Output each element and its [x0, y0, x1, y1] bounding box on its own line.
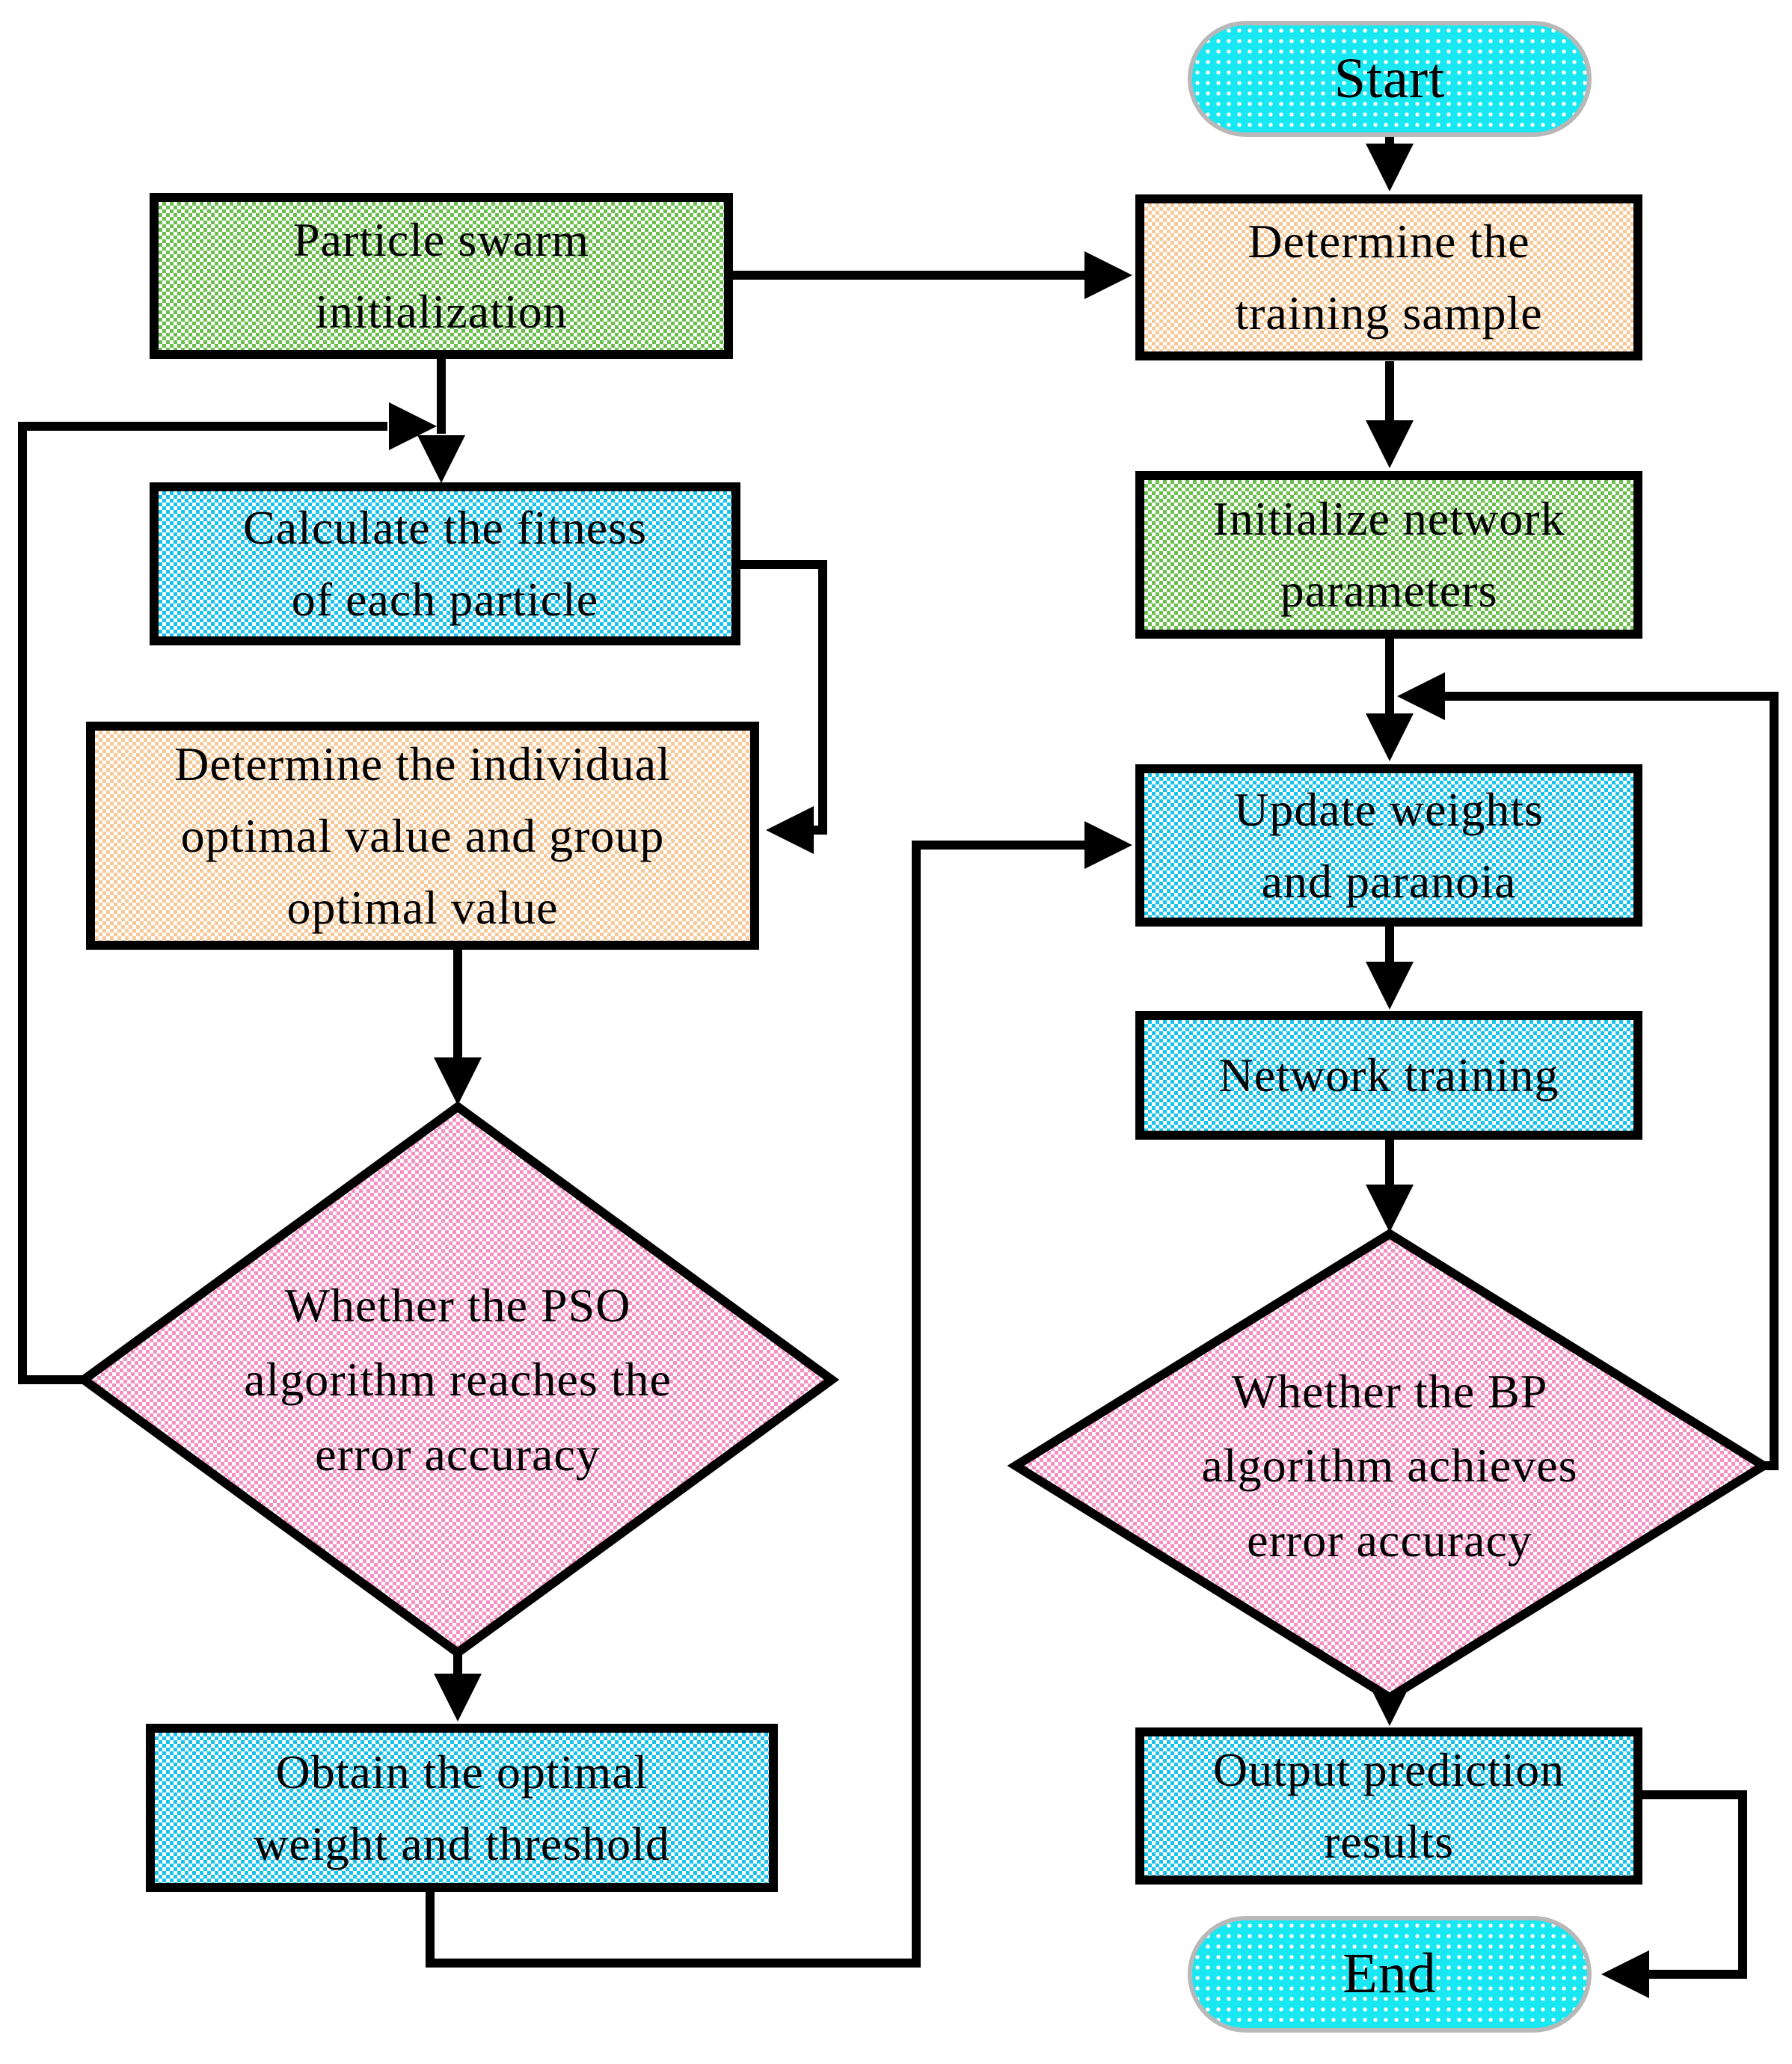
node-determine-optimal-values: Determine the individual optimal value a…	[86, 722, 759, 950]
edge-pso-diamond-to-obtain-optimal	[434, 1653, 482, 1721]
node-obtain-optimal-weight-label: Obtain the optimal weight and threshold	[254, 1745, 670, 1870]
node-update-weights: Update weights and paranoia	[1135, 764, 1642, 927]
edge-output-to-end	[1601, 1790, 1747, 1998]
decision-pso-error-check	[76, 1101, 840, 1659]
arrowhead-down-icon	[1366, 713, 1414, 761]
node-calculate-fitness-label: Calculate the fitness of each particle	[243, 501, 647, 626]
arrowhead-left-icon	[766, 806, 814, 854]
arrowhead-down-icon	[1366, 1185, 1414, 1232]
edge-update-weights-to-network-training	[1366, 927, 1414, 1010]
node-network-training-label: Network training	[1218, 1048, 1559, 1102]
edge-determine-training-to-initialize	[1366, 361, 1414, 468]
edge-pso-diamond-loop-to-calculate-fitness	[18, 402, 437, 1384]
node-start: Start	[1188, 21, 1592, 137]
arrowhead-right-icon	[1084, 251, 1132, 299]
arrowhead-down-icon	[434, 1057, 482, 1105]
node-initialize-network-parameters: Initialize network parameters	[1135, 471, 1642, 639]
arrowhead-down-icon	[434, 1674, 482, 1721]
arrowhead-left-icon	[1397, 672, 1445, 720]
node-calculate-fitness: Calculate the fitness of each particle	[150, 482, 740, 645]
node-network-training: Network training	[1135, 1011, 1642, 1140]
edge-obtain-optimal-to-update-weights	[426, 821, 1132, 1968]
node-output-prediction: Output prediction results	[1135, 1727, 1642, 1885]
decision-bp-error-check	[1007, 1228, 1773, 1704]
node-initialize-network-parameters-label: Initialize network parameters	[1212, 492, 1565, 617]
arrowhead-left-icon	[1601, 1950, 1649, 1998]
arrowhead-right-icon	[389, 402, 437, 450]
node-determine-training-sample-label: Determine the training sample	[1235, 215, 1543, 340]
arrowhead-down-icon	[1366, 144, 1414, 191]
edge-psi-to-determine-training	[733, 251, 1132, 299]
node-output-prediction-label: Output prediction results	[1212, 1743, 1565, 1868]
node-obtain-optimal-weight: Obtain the optimal weight and threshold	[146, 1724, 778, 1892]
arrowhead-right-icon	[1084, 821, 1132, 869]
node-determine-training-sample: Determine the training sample	[1135, 194, 1642, 360]
edge-calculate-fitness-to-determine-optimal	[740, 560, 827, 854]
node-start-label: Start	[1334, 46, 1446, 110]
node-end-label: End	[1343, 1942, 1437, 2006]
edge-network-training-to-bp-diamond	[1366, 1140, 1414, 1232]
edge-determine-optimal-to-pso-diamond	[434, 950, 482, 1105]
edge-psi-to-calculate-fitness	[417, 359, 465, 483]
edge-initialize-to-update-weights	[1366, 639, 1414, 761]
edge-start-to-determine-training	[1366, 137, 1414, 191]
node-update-weights-label: Update weights and paranoia	[1234, 782, 1544, 908]
node-determine-optimal-values-label: Determine the individual optimal value a…	[174, 737, 671, 934]
arrowhead-down-icon	[417, 435, 465, 483]
node-particle-swarm-initialization-label: Particle swarm initialization	[292, 213, 590, 338]
node-particle-swarm-initialization: Particle swarm initialization	[150, 193, 733, 359]
arrowhead-down-icon	[1366, 962, 1414, 1010]
node-end: End	[1188, 1916, 1592, 2033]
arrowhead-down-icon	[1366, 420, 1414, 468]
